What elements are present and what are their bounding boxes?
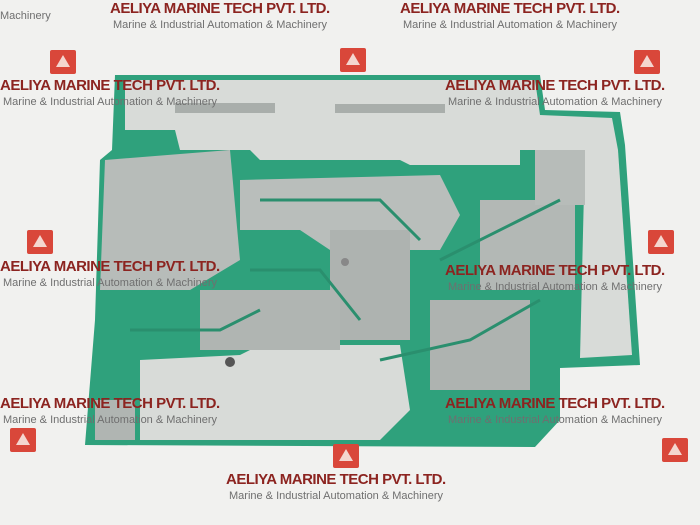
solder-pad-block [95,400,135,440]
copper-traces [130,198,561,362]
watermark: AELIYA MARINE TECH PVT. LTD. Marine & Ind… [0,258,220,290]
watermark-company: AELIYA MARINE TECH PVT. LTD. [445,395,665,412]
silkscreen-bottom [140,345,410,440]
mounting-hole [225,357,235,367]
watermark-fragment: Machinery [0,10,51,22]
solder-pad-block [200,290,340,350]
solder-pad-block [535,150,585,205]
watermark: AELIYA MARINE TECH PVT. LTD. Marine & Ind… [0,77,220,109]
mounting-hole [341,258,349,266]
watermark-tagline: Marine & Industrial Automation & Machine… [3,277,217,289]
watermark: AELIYA MARINE TECH PVT. LTD. Marine & Ind… [400,0,620,32]
logo-icon [333,444,359,468]
watermark-tagline: Marine & Industrial Automation & Machine… [3,96,217,108]
watermark-company: AELIYA MARINE TECH PVT. LTD. [110,0,330,17]
silkscreen-right [580,150,632,358]
logo-icon [10,428,36,452]
logo-icon [648,230,674,254]
watermark: AELIYA MARINE TECH PVT. LTD. Marine & Ind… [445,262,665,294]
watermark-company: AELIYA MARINE TECH PVT. LTD. [445,77,665,94]
silkscreen-top [125,80,618,165]
watermark-tagline: Marine & Industrial Automation & Machine… [113,19,327,31]
watermark-tagline: Marine & Industrial Automation & Machine… [403,19,617,31]
watermark-tagline: Marine & Industrial Automation & Machine… [448,281,662,293]
logo-icon [662,438,688,462]
logo-icon [340,48,366,72]
watermark-tagline: Marine & Industrial Automation & Machine… [3,414,217,426]
connector-header [175,103,275,113]
watermark: AELIYA MARINE TECH PVT. LTD. Marine & Ind… [110,0,330,32]
connector-header [335,104,445,113]
logo-icon [634,50,660,74]
watermark-tagline: Marine & Industrial Automation & Machine… [229,490,443,502]
watermark: AELIYA MARINE TECH PVT. LTD. Marine & Ind… [226,471,446,503]
logo-icon [50,50,76,74]
watermark-company: AELIYA MARINE TECH PVT. LTD. [0,77,220,94]
watermark: AELIYA MARINE TECH PVT. LTD. Marine & Ind… [445,395,665,427]
watermark-company: AELIYA MARINE TECH PVT. LTD. [226,471,446,488]
watermark: AELIYA MARINE TECH PVT. LTD. Marine & Ind… [445,77,665,109]
watermark-company: AELIYA MARINE TECH PVT. LTD. [0,258,220,275]
watermark-company: AELIYA MARINE TECH PVT. LTD. [0,395,220,412]
solder-area-left [100,150,240,290]
watermark-tagline: Marine & Industrial Automation & Machine… [448,96,662,108]
logo-icon [27,230,53,254]
watermark: AELIYA MARINE TECH PVT. LTD. Marine & Ind… [0,395,220,427]
watermark-company: AELIYA MARINE TECH PVT. LTD. [400,0,620,17]
solder-pad-block [330,230,410,340]
watermark-tagline: Marine & Industrial Automation & Machine… [448,414,662,426]
watermark-company: AELIYA MARINE TECH PVT. LTD. [445,262,665,279]
